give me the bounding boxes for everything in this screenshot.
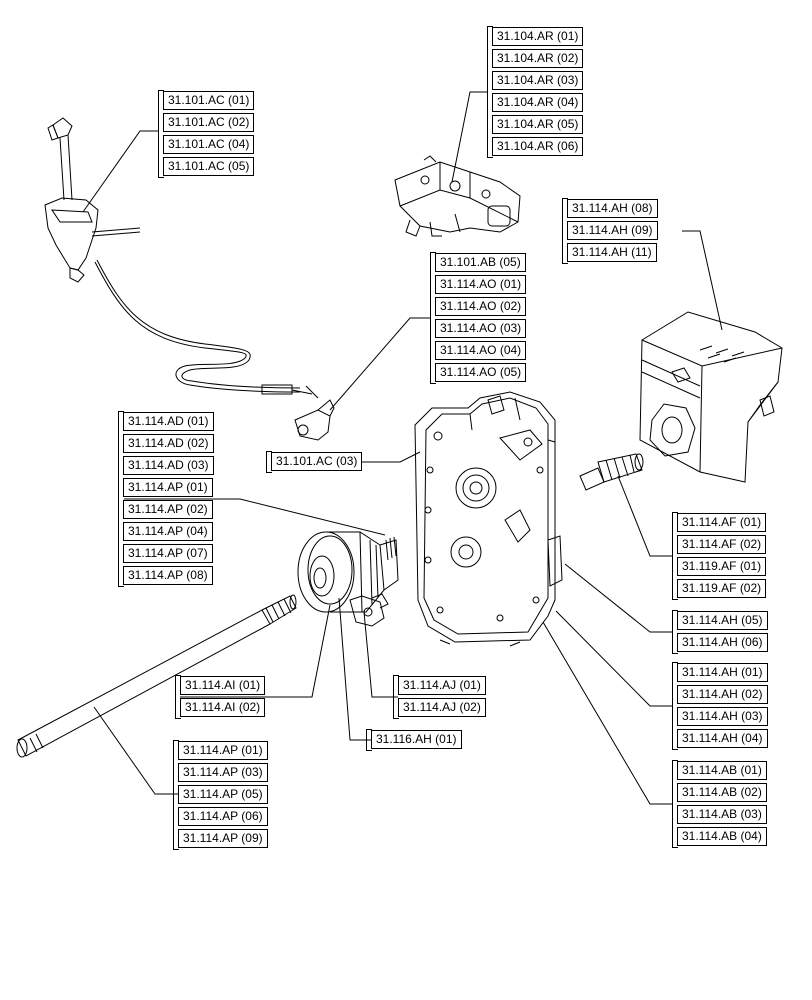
part-reference[interactable]: 31.114.AP (02) — [123, 500, 213, 519]
callout-bracket — [672, 512, 678, 600]
part-reference[interactable]: 31.114.AP (05) — [178, 785, 268, 804]
part-reference[interactable]: 31.116.AH (01) — [371, 730, 462, 749]
part-reference[interactable]: 31.114.AP (03) — [178, 763, 268, 782]
part-reference[interactable]: 31.114.AD (02) — [123, 434, 214, 453]
part-reference[interactable]: 31.114.AP (01) — [123, 478, 213, 497]
pto-shield — [639, 311, 783, 483]
part-reference[interactable]: 31.101.AC (02) — [163, 113, 255, 132]
part-reference[interactable]: 31.104.AR (03) — [492, 71, 584, 90]
callout-bracket — [487, 26, 493, 158]
part-reference[interactable]: 31.114.AH (09) — [567, 221, 658, 240]
callout-bracket — [366, 729, 372, 751]
part-reference[interactable]: 31.114.AD (03) — [123, 456, 214, 475]
part-reference[interactable]: 31.104.AR (06) — [492, 137, 584, 156]
callout-bracket — [266, 451, 272, 473]
part-reference[interactable]: 31.114.AI (01) — [180, 676, 266, 695]
callout-bracket — [173, 740, 179, 850]
part-reference[interactable]: 31.114.AH (02) — [677, 685, 768, 704]
part-reference[interactable]: 31.114.AP (09) — [178, 829, 268, 848]
pto-stub-shaft — [579, 453, 644, 491]
callout-bracket — [118, 411, 124, 587]
callout-bracket — [393, 675, 399, 719]
part-reference[interactable]: 31.114.AH (11) — [567, 243, 657, 262]
part-reference[interactable]: 31.114.AF (01) — [677, 513, 767, 532]
part-reference[interactable]: 31.104.AR (02) — [492, 49, 584, 68]
clutch-assembly — [297, 531, 399, 627]
gearbox-housing — [414, 391, 563, 647]
part-reference[interactable]: 31.119.AF (01) — [677, 557, 767, 576]
callout-bracket — [175, 675, 181, 719]
part-reference[interactable]: 31.101.AC (01) — [163, 91, 255, 110]
part-reference[interactable]: 31.114.AP (01) — [178, 741, 268, 760]
part-reference[interactable]: 31.119.AF (02) — [677, 579, 767, 598]
part-reference[interactable]: 31.114.AP (04) — [123, 522, 213, 541]
part-reference[interactable]: 31.114.AH (03) — [677, 707, 768, 726]
part-reference[interactable]: 31.114.AO (05) — [435, 363, 527, 382]
part-reference[interactable]: 31.104.AR (04) — [492, 93, 584, 112]
part-reference[interactable]: 31.114.AB (04) — [677, 827, 767, 846]
part-reference[interactable]: 31.114.AD (01) — [123, 412, 214, 431]
part-reference[interactable]: 31.114.AH (06) — [677, 633, 768, 652]
part-reference[interactable]: 31.114.AH (04) — [677, 729, 768, 748]
part-reference[interactable]: 31.101.AC (05) — [163, 157, 255, 176]
callout-bracket — [430, 252, 436, 384]
part-reference[interactable]: 31.114.AB (03) — [677, 805, 767, 824]
part-reference[interactable]: 31.114.AH (05) — [677, 611, 768, 630]
part-reference[interactable]: 31.114.AP (06) — [178, 807, 268, 826]
callout-bracket — [672, 610, 678, 654]
callout-bracket — [562, 198, 568, 264]
pto-shaft — [16, 594, 297, 758]
part-reference[interactable]: 31.114.AH (01) — [677, 663, 768, 682]
part-reference[interactable]: 31.104.AR (01) — [492, 27, 584, 46]
part-reference[interactable]: 31.114.AB (01) — [677, 761, 767, 780]
part-reference[interactable]: 31.114.AP (08) — [123, 566, 213, 585]
part-reference[interactable]: 31.101.AB (05) — [435, 253, 526, 272]
callout-bracket — [672, 662, 678, 750]
part-reference[interactable]: 31.114.AF (02) — [677, 535, 767, 554]
part-reference[interactable]: 31.114.AI (02) — [180, 698, 266, 717]
hydraulic-valve — [394, 155, 521, 237]
part-reference[interactable]: 31.114.AP (07) — [123, 544, 213, 563]
part-reference[interactable]: 31.114.AO (01) — [435, 275, 527, 294]
part-reference[interactable]: 31.114.AO (02) — [435, 297, 527, 316]
part-reference[interactable]: 31.101.AC (04) — [163, 135, 255, 154]
part-reference[interactable]: 31.114.AH (08) — [567, 199, 658, 218]
part-reference[interactable]: 31.114.AO (04) — [435, 341, 527, 360]
part-reference[interactable]: 31.114.AO (03) — [435, 319, 527, 338]
leader-lines — [82, 91, 723, 805]
part-reference[interactable]: 31.114.AJ (01) — [398, 676, 486, 695]
part-reference[interactable]: 31.114.AJ (02) — [398, 698, 486, 717]
callout-bracket — [158, 90, 164, 178]
part-reference[interactable]: 31.114.AB (02) — [677, 783, 767, 802]
callout-bracket — [672, 760, 678, 848]
part-reference[interactable]: 31.104.AR (05) — [492, 115, 584, 134]
part-reference[interactable]: 31.101.AC (03) — [271, 452, 363, 471]
control-lever-assembly — [44, 117, 335, 441]
